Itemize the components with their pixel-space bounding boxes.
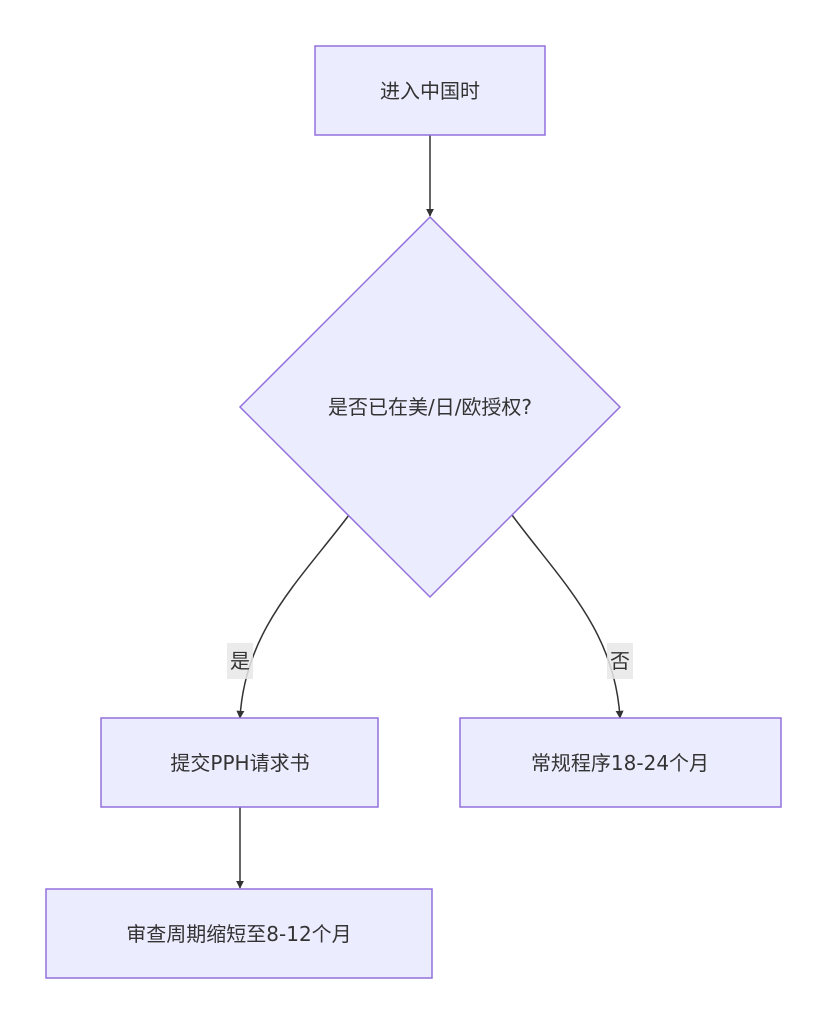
edge-label-yes: 是 [227,643,253,679]
node-regular-label: 常规程序18-24个月 [531,751,709,775]
node-enter-china-label: 进入中国时 [380,79,480,103]
node-decision: 是否已在美/日/欧授权? [238,215,622,599]
node-regular: 常规程序18-24个月 [459,717,782,808]
node-decision-label: 是否已在美/日/欧授权? [328,395,532,419]
node-submit-pph: 提交PPH请求书 [100,717,379,808]
edge-label-no-text: 否 [610,649,630,673]
node-shortened: 审查周期缩短至8-12个月 [45,888,433,979]
edge-label-no: 否 [607,643,633,679]
node-shortened-label: 审查周期缩短至8-12个月 [126,922,351,946]
node-submit-pph-label: 提交PPH请求书 [170,751,309,775]
edge-label-yes-text: 是 [230,649,250,673]
node-enter-china: 进入中国时 [314,45,546,136]
edge-decision-to-submit [236,514,350,719]
edge-decision-to-regular [511,514,624,719]
